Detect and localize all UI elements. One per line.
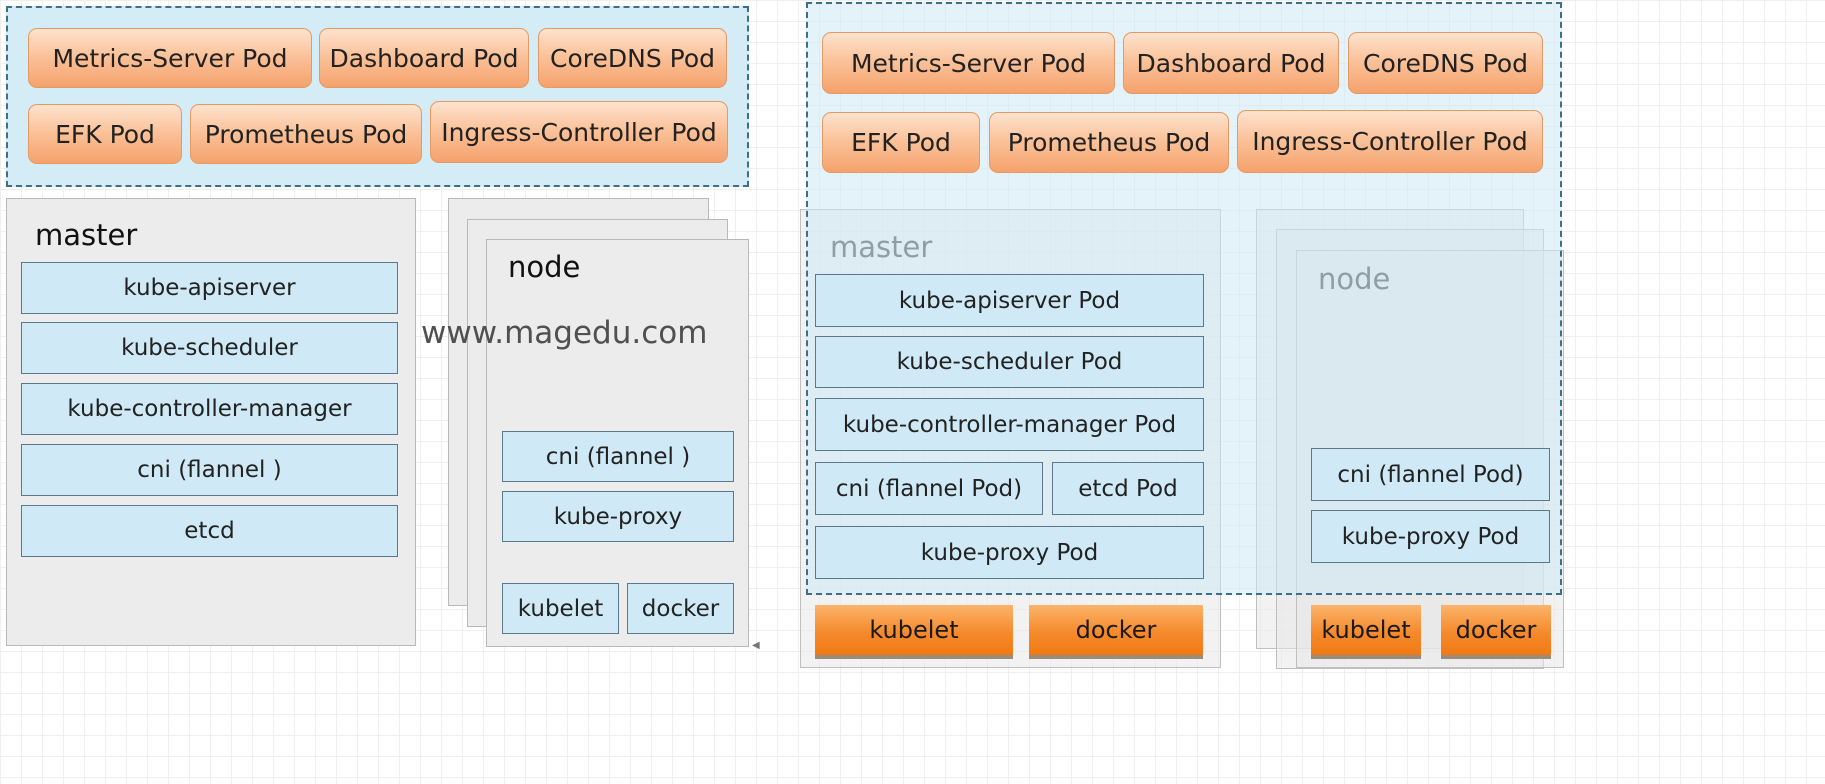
small-arrow-icon: ◀ <box>752 640 760 651</box>
right-ingress-controller-pod: Ingress-Controller Pod <box>1237 110 1543 173</box>
left-efk-pod: EFK Pod <box>28 104 182 164</box>
right-kube-controller-manager-pod: kube-controller-manager Pod <box>815 398 1204 451</box>
right-prometheus-pod: Prometheus Pod <box>989 112 1229 173</box>
left-node-kubelet: kubelet <box>502 583 619 634</box>
right-master-docker: docker <box>1029 605 1203 659</box>
right-dashboard-pod: Dashboard Pod <box>1123 32 1339 94</box>
left-node-cni-flannel: cni (flannel ) <box>502 431 734 482</box>
right-node-kube-proxy-pod: kube-proxy Pod <box>1311 510 1550 563</box>
left-node-docker: docker <box>627 583 734 634</box>
left-kube-apiserver: kube-apiserver <box>21 262 398 314</box>
left-kube-scheduler: kube-scheduler <box>21 322 398 374</box>
left-node-title: node <box>508 250 581 284</box>
right-efk-pod: EFK Pod <box>822 112 980 173</box>
left-ingress-controller-pod: Ingress-Controller Pod <box>430 101 728 163</box>
right-kube-scheduler-pod: kube-scheduler Pod <box>815 336 1204 388</box>
right-kube-apiserver-pod: kube-apiserver Pod <box>815 274 1204 327</box>
right-coredns-pod: CoreDNS Pod <box>1348 32 1543 94</box>
right-node-docker: docker <box>1441 605 1551 659</box>
right-etcd-pod: etcd Pod <box>1052 462 1204 515</box>
left-node-kube-proxy: kube-proxy <box>502 491 734 542</box>
right-node-cni-flannel-pod: cni (flannel Pod) <box>1311 448 1550 501</box>
right-master-kubelet: kubelet <box>815 605 1013 659</box>
left-coredns-pod: CoreDNS Pod <box>538 28 727 88</box>
left-master-title: master <box>35 218 138 252</box>
right-master-kube-proxy-pod: kube-proxy Pod <box>815 526 1204 579</box>
right-metrics-server-pod: Metrics-Server Pod <box>822 32 1115 94</box>
left-kube-controller-manager: kube-controller-manager <box>21 383 398 435</box>
left-metrics-server-pod: Metrics-Server Pod <box>28 28 312 88</box>
left-dashboard-pod: Dashboard Pod <box>319 28 529 88</box>
left-etcd: etcd <box>21 505 398 557</box>
right-node-kubelet: kubelet <box>1311 605 1421 659</box>
watermark-text: www.magedu.com <box>421 315 708 351</box>
left-master-cni-flannel: cni (flannel ) <box>21 444 398 496</box>
left-prometheus-pod: Prometheus Pod <box>190 104 422 164</box>
right-master-cni-flannel-pod: cni (flannel Pod) <box>815 462 1043 515</box>
